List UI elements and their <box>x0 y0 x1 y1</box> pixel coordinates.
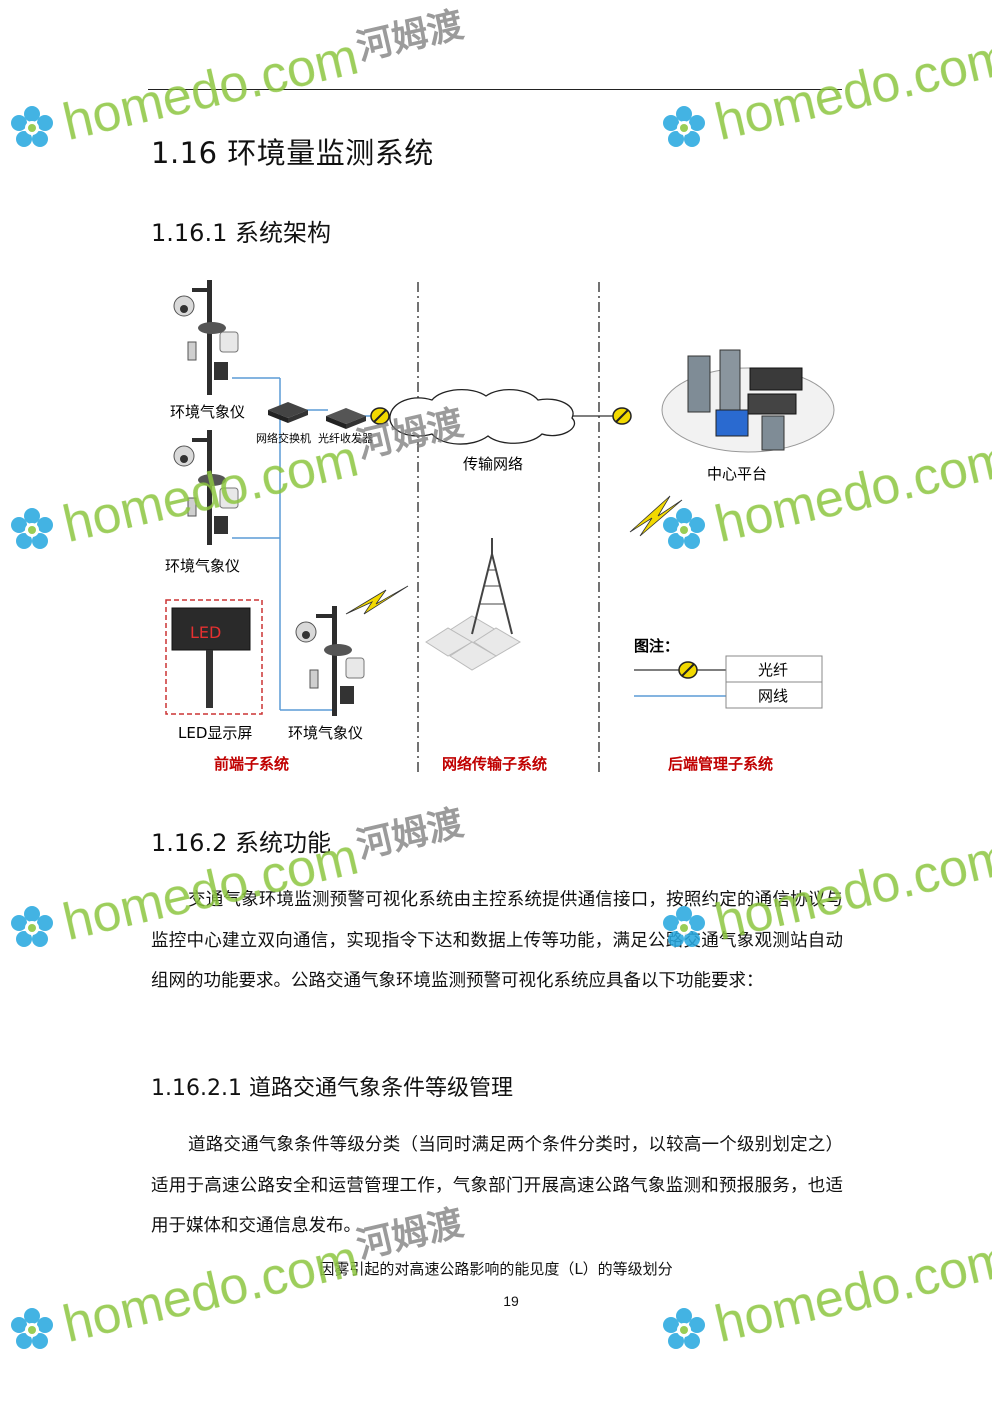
switch-icon <box>268 402 308 423</box>
watermark-flower-icon <box>11 106 53 147</box>
led-screen-icon <box>165 599 263 715</box>
network-label: 传输网络 <box>463 455 523 473</box>
station-1-label: 环境气象仪 <box>170 403 245 421</box>
fiber-coupler-icon <box>370 407 390 425</box>
legend-title: 图注： <box>634 637 679 655</box>
function-paragraph: 交通气象环境监测预警可视化系统由主控系统提供通信接口，按照约定的通信协议与监控中… <box>151 880 843 1002</box>
system-architecture-diagram: 环境气象仪 网络交换机 光纤收发器 传输网络 中心平台 <box>165 280 835 775</box>
transceiver-label: 光纤收发器 <box>318 431 373 445</box>
legend-fiber-label: 光纤 <box>758 661 788 679</box>
watermark-flower-icon <box>11 906 53 947</box>
legend-fiber-box <box>725 655 823 683</box>
section-heading: 1.16 环境量监测系统 <box>151 136 434 170</box>
weather-station-2-icon <box>173 430 239 545</box>
weather-station-1-icon <box>173 280 239 395</box>
wireless-signal-icon <box>629 495 683 537</box>
station-2-label: 环境气象仪 <box>165 557 240 575</box>
subsection-heading-architecture: 1.16.1 系统架构 <box>151 219 331 247</box>
header-rule <box>148 89 842 90</box>
section-label-back: 后端管理子系统 <box>668 755 773 773</box>
switch-label: 网络交换机 <box>256 431 311 445</box>
page-number: 19 <box>503 1293 519 1309</box>
led-screen-label: LED显示屏 <box>178 724 252 742</box>
section-label-front: 前端子系统 <box>214 755 289 773</box>
grade-paragraph-text: 道路交通气象条件等级分类（当同时满足两个条件分类时，以较高一个级别划定之）适用于… <box>151 1135 843 1236</box>
watermark-site-text: homedo.com <box>58 1230 364 1354</box>
table-caption: 因雾引起的对高速公路影响的能见度（L）的等级划分 <box>319 1260 673 1278</box>
fiber-coupler-icon <box>612 407 632 425</box>
legend-cable-box <box>725 681 823 709</box>
legend-cable-label: 网线 <box>758 687 788 705</box>
subsubsection-heading-grade: 1.16.2.1 道路交通气象条件等级管理 <box>151 1076 513 1101</box>
section-label-transport: 网络传输子系统 <box>442 755 547 773</box>
watermark-flower-icon <box>11 1308 53 1349</box>
watermark-flower-icon <box>663 1308 705 1349</box>
watermark-brand-text: 河姆渡 <box>353 803 467 867</box>
network-cloud-icon <box>389 389 575 445</box>
legend-fiber-icon <box>678 661 698 679</box>
server-cluster-icon <box>661 349 835 453</box>
transceiver-icon <box>326 408 366 429</box>
wireless-signal-icon <box>345 585 409 615</box>
watermark-flower-icon <box>663 106 705 147</box>
station-3-label: 环境气象仪 <box>288 724 363 742</box>
watermark-brand-text: 河姆渡 <box>353 5 467 69</box>
wireless-tower-icon <box>425 538 521 671</box>
center-platform-label: 中心平台 <box>707 465 767 483</box>
function-paragraph-text: 交通气象环境监测预警可视化系统由主控系统提供通信接口，按照约定的通信协议与监控中… <box>151 890 843 991</box>
led-text: LED <box>190 623 221 642</box>
subsection-heading-function: 1.16.2 系统功能 <box>151 829 331 857</box>
grade-paragraph: 道路交通气象条件等级分类（当同时满足两个条件分类时，以较高一个级别划定之）适用于… <box>151 1125 843 1247</box>
watermark-site-text: homedo.com <box>710 1230 992 1354</box>
watermark-flower-icon <box>11 508 53 549</box>
weather-station-3-icon <box>295 606 365 716</box>
